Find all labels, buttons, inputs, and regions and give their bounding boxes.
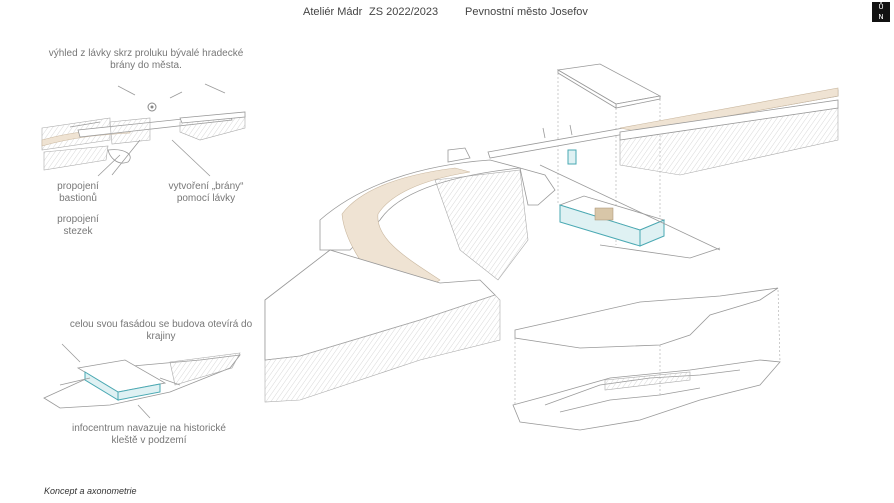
pavilion-glass-side bbox=[639, 219, 665, 247]
bridge-lift bbox=[567, 149, 577, 165]
annotation-paths: propojení stezek bbox=[50, 214, 106, 238]
university-logo: Ů N bbox=[872, 2, 890, 22]
annotation-facade-text: celou svou fasádou se budova otevírá do … bbox=[69, 319, 253, 342]
viewpoint-icon bbox=[147, 102, 157, 112]
studio-name: Ateliér Mádr bbox=[303, 6, 363, 18]
annotation-gate: vytvoření „brány“ pomocí lávky bbox=[158, 181, 254, 205]
concept-sketch-building bbox=[43, 343, 241, 419]
project-title: Pevnostní město Josefov bbox=[465, 6, 588, 18]
central-bastion bbox=[434, 169, 529, 281]
annotation-gate-text: vytvoření „brány“ pomocí lávky bbox=[168, 181, 244, 204]
header: Ateliér Mádr ZS 2022/2023 Pevnostní měst… bbox=[0, 6, 894, 22]
annotation-facade: celou svou fasádou se budova otevírá do … bbox=[68, 319, 254, 343]
logo-line-2: N bbox=[878, 13, 884, 21]
logo-line-1: Ů bbox=[878, 3, 884, 11]
annotation-view: výhled z lávky skrz proluku bývalé hrade… bbox=[46, 48, 246, 72]
annotation-bastions: propojení bastionů bbox=[50, 181, 106, 205]
main-axonometry bbox=[264, 63, 839, 431]
term-label: ZS 2022/2023 bbox=[369, 6, 439, 18]
roof-slab bbox=[556, 63, 662, 105]
annotation-infocenter-text: infocentrum navazuje na historické klešt… bbox=[72, 423, 226, 446]
gate-gap bbox=[109, 117, 151, 145]
annotation-infocenter: infocentrum navazuje na historické klešt… bbox=[62, 423, 236, 447]
concept-sketch-gate bbox=[41, 83, 246, 177]
left-lower-wall bbox=[264, 294, 501, 403]
figure-caption: Koncept a axonometrie bbox=[44, 486, 137, 496]
ground-plan-upper bbox=[514, 287, 779, 349]
ground-plan-lower bbox=[512, 359, 781, 431]
annotation-paths-text: propojení stezek bbox=[57, 214, 99, 237]
lower-bastion bbox=[43, 145, 109, 171]
annotation-view-text: výhled z lávky skrz proluku bývalé hrade… bbox=[48, 48, 244, 71]
annotation-bastions-text: propojení bastionů bbox=[57, 181, 99, 204]
